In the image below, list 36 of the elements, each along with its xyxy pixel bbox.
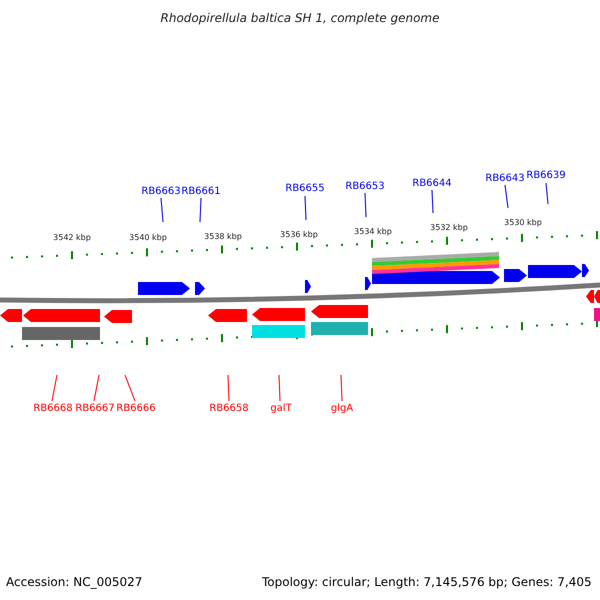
leader-line bbox=[228, 374, 230, 402]
gene-label: RB6661 bbox=[181, 187, 221, 197]
leader-line bbox=[52, 374, 58, 402]
gene-label: galT bbox=[270, 404, 292, 414]
leader-line bbox=[364, 192, 366, 218]
leader-line bbox=[504, 184, 508, 208]
gene-label: RB6668 bbox=[33, 404, 73, 414]
scale-label: 3542 kbp bbox=[53, 234, 91, 242]
leader-line bbox=[278, 374, 280, 402]
leader-line bbox=[124, 374, 136, 402]
leader-line bbox=[94, 374, 100, 402]
gene-label: RB6643 bbox=[485, 174, 525, 184]
scale-label: 3530 kbp bbox=[504, 219, 542, 227]
gene-label: RB6658 bbox=[209, 404, 249, 414]
scale-label: 3534 kbp bbox=[354, 228, 392, 236]
scale-label: 3538 kbp bbox=[204, 233, 242, 241]
gene-label: glgA bbox=[330, 404, 354, 414]
gene-label: RB6655 bbox=[285, 184, 325, 194]
leader-line bbox=[160, 198, 164, 222]
gene-label: RB6644 bbox=[412, 179, 452, 189]
gene-label: RB6639 bbox=[526, 171, 566, 181]
leader-line bbox=[432, 190, 434, 214]
footer-text: Topology: circular; Length: 7,145,576 bp; Genes: 7,405 bbox=[262, 576, 592, 588]
scale-label: 3540 kbp bbox=[129, 234, 167, 242]
map-title: Rhodopirellula baltica SH 1, complete genome bbox=[160, 12, 440, 24]
leader-line bbox=[200, 198, 202, 222]
gene-label: RB6653 bbox=[345, 182, 385, 192]
gene-label: RB6663 bbox=[141, 187, 181, 197]
footer-text: Accession: NC_005027 bbox=[6, 576, 142, 588]
scale-label: 3532 kbp bbox=[430, 224, 468, 232]
gene-label: RB6666 bbox=[116, 404, 156, 414]
leader-line bbox=[340, 374, 342, 402]
gene-label: RB6667 bbox=[75, 404, 115, 414]
scale-label: 3536 kbp bbox=[280, 231, 318, 239]
leader-line bbox=[546, 182, 548, 204]
leader-line bbox=[304, 196, 306, 220]
